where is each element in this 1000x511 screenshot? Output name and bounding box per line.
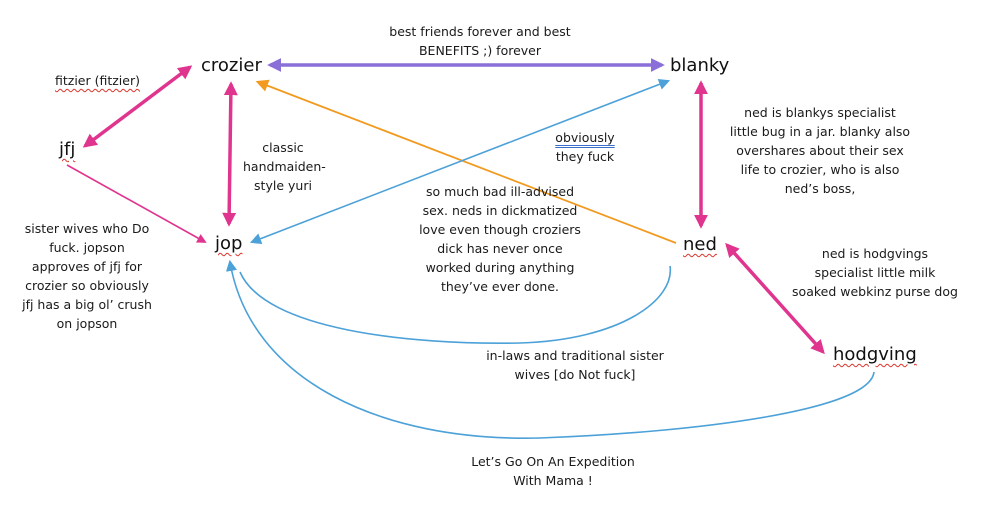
- label-line: classic: [262, 140, 304, 155]
- label-jop-ned: in-laws and traditional sister wives [do…: [465, 346, 685, 384]
- label-line: so much bad ill-advised: [425, 184, 575, 199]
- label-line: jfj has a big ol’ crush: [22, 297, 152, 312]
- label-line: approves of jfj for: [31, 259, 143, 274]
- label-line: ned is hodgvings: [821, 246, 929, 261]
- label-line: wives [do Not fuck]: [514, 367, 636, 382]
- label-line: style yuri: [254, 178, 312, 193]
- label-line: With Mama !: [513, 473, 593, 488]
- label-line: in-laws and traditional sister: [486, 348, 664, 363]
- label-line: sister wives who Do: [24, 221, 150, 236]
- node-hodgving: hodgving: [833, 344, 917, 365]
- label-line: sex. neds in dickmatized: [422, 203, 578, 218]
- label-line: little bug in a jar. blanky also: [729, 124, 911, 139]
- label-jop-hodgving: Let’s Go On An Expedition With Mama !: [453, 452, 653, 490]
- label-line: handmaiden-: [243, 159, 326, 174]
- label-line: crozier so obviously: [25, 278, 149, 293]
- label-line: fitzier (fitzier): [54, 73, 140, 88]
- edge-ned-hodgving: [725, 242, 825, 355]
- label-crozier-blanky: best friends forever and best BENEFITS ;…: [360, 22, 600, 60]
- label-line: they’ve ever done.: [440, 279, 559, 294]
- node-crozier: crozier: [201, 55, 262, 76]
- edge-crozier-jfj: [82, 65, 193, 148]
- label-line: overshares about their sex: [736, 143, 904, 158]
- label-line: fuck. jopson: [49, 240, 125, 255]
- label-line: best friends forever and best: [389, 24, 571, 39]
- label-line: worked during anything: [425, 260, 575, 275]
- edge-jop-ned: [239, 265, 672, 344]
- label-line: Let’s Go On An Expedition: [471, 454, 635, 469]
- label-jfj-jop: sister wives who Do fuck. jopson approve…: [12, 219, 162, 333]
- label-line: BENEFITS ;) forever: [418, 43, 542, 58]
- node-blanky: blanky: [670, 55, 730, 76]
- label-line: dick has never once: [437, 241, 563, 256]
- label-blanky-jop: obviously they fuck: [540, 128, 630, 166]
- node-jop: jop: [215, 233, 243, 254]
- label-line: love even though croziers: [419, 222, 581, 237]
- label-ned-crozier: so much bad ill-advised sex. neds in dic…: [400, 182, 600, 296]
- label-crozier-jfj: fitzier (fitzier): [40, 71, 155, 90]
- label-line: specialist little milk: [814, 265, 936, 280]
- label-crozier-jop: classic handmaiden- style yuri: [243, 138, 326, 195]
- label-blanky-ned: ned is blankys specialist little bug in …: [710, 103, 930, 198]
- label-ned-hodgving: ned is hodgvings specialist little milk …: [770, 244, 980, 301]
- label-line: soaked webkinz purse dog: [792, 284, 958, 299]
- label-line: on jopson: [56, 316, 118, 331]
- node-jfj: jfj: [59, 139, 76, 160]
- label-line: ned’s boss,: [784, 181, 856, 196]
- label-line: life to crozier, who is also: [740, 162, 900, 177]
- edge-crozier-jop: [222, 81, 238, 227]
- label-line: obviously: [555, 130, 615, 145]
- edge-hodgving-jop: [225, 259, 875, 439]
- label-line: ned is blankys specialist: [744, 105, 896, 120]
- label-line: they fuck: [555, 149, 615, 164]
- node-ned: ned: [683, 234, 717, 255]
- edge-jop-blanky: [249, 79, 671, 244]
- edge-jfj-jop: [66, 164, 207, 243]
